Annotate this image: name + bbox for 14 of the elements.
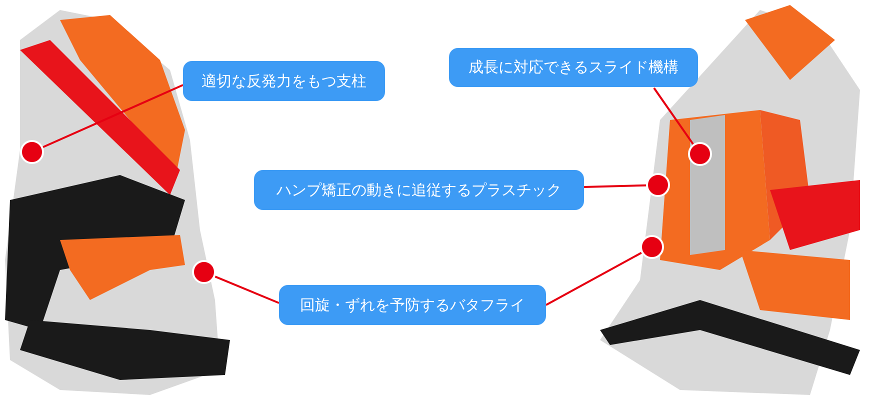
leader-line	[42, 84, 184, 148]
leader-line	[584, 184, 646, 188]
callout-box	[279, 285, 546, 325]
callout-text: 回旋・ずれを予防するバタフライ	[300, 296, 525, 314]
marker-dot	[646, 173, 670, 197]
leader-line	[546, 252, 642, 306]
callout-text: 成長に対応できるスライド機構	[468, 58, 678, 77]
callout-text: 適切な反発力をもつ支柱	[202, 72, 366, 90]
callout-box	[449, 48, 698, 87]
callout-box	[183, 61, 385, 101]
callout-text: ハンプ矯正の動きに追従するプラスチック	[276, 180, 562, 200]
leader-line	[214, 276, 280, 304]
callout-box	[254, 170, 584, 210]
leader-line	[653, 87, 694, 145]
